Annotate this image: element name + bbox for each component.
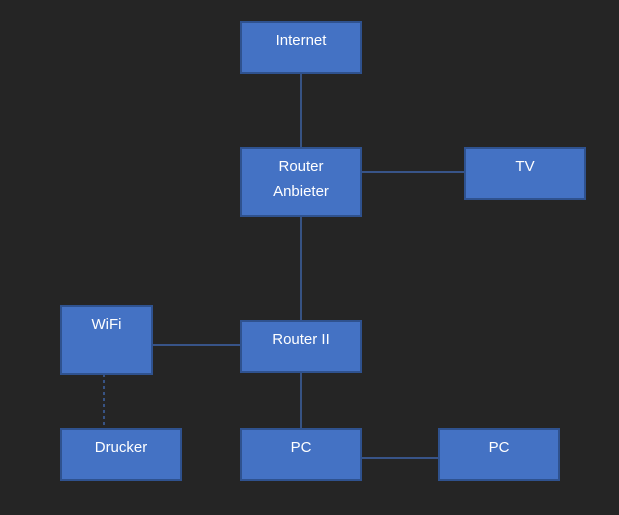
node-pc-1[interactable]: PC [240, 428, 362, 481]
node-tv-label: TV [515, 158, 535, 175]
node-pc-2-label: PC [488, 439, 510, 456]
node-pc-2[interactable]: PC [438, 428, 560, 481]
node-router-ii-label: Router II [272, 331, 330, 348]
node-internet-label: Internet [275, 32, 327, 49]
node-router-anbieter-label-line1: Router [278, 158, 324, 175]
node-drucker-label: Drucker [94, 439, 148, 456]
node-wifi-label: WiFi [91, 316, 122, 333]
node-tv[interactable]: TV [464, 147, 586, 200]
node-wifi[interactable]: WiFi [60, 305, 153, 375]
node-router-ii[interactable]: Router II [240, 320, 362, 373]
node-drucker[interactable]: Drucker [60, 428, 182, 481]
node-pc-1-label: PC [290, 439, 312, 456]
node-router-anbieter[interactable]: Router Anbieter [240, 147, 362, 217]
node-router-anbieter-label-line2: Anbieter [273, 183, 329, 200]
node-internet[interactable]: Internet [240, 21, 362, 74]
